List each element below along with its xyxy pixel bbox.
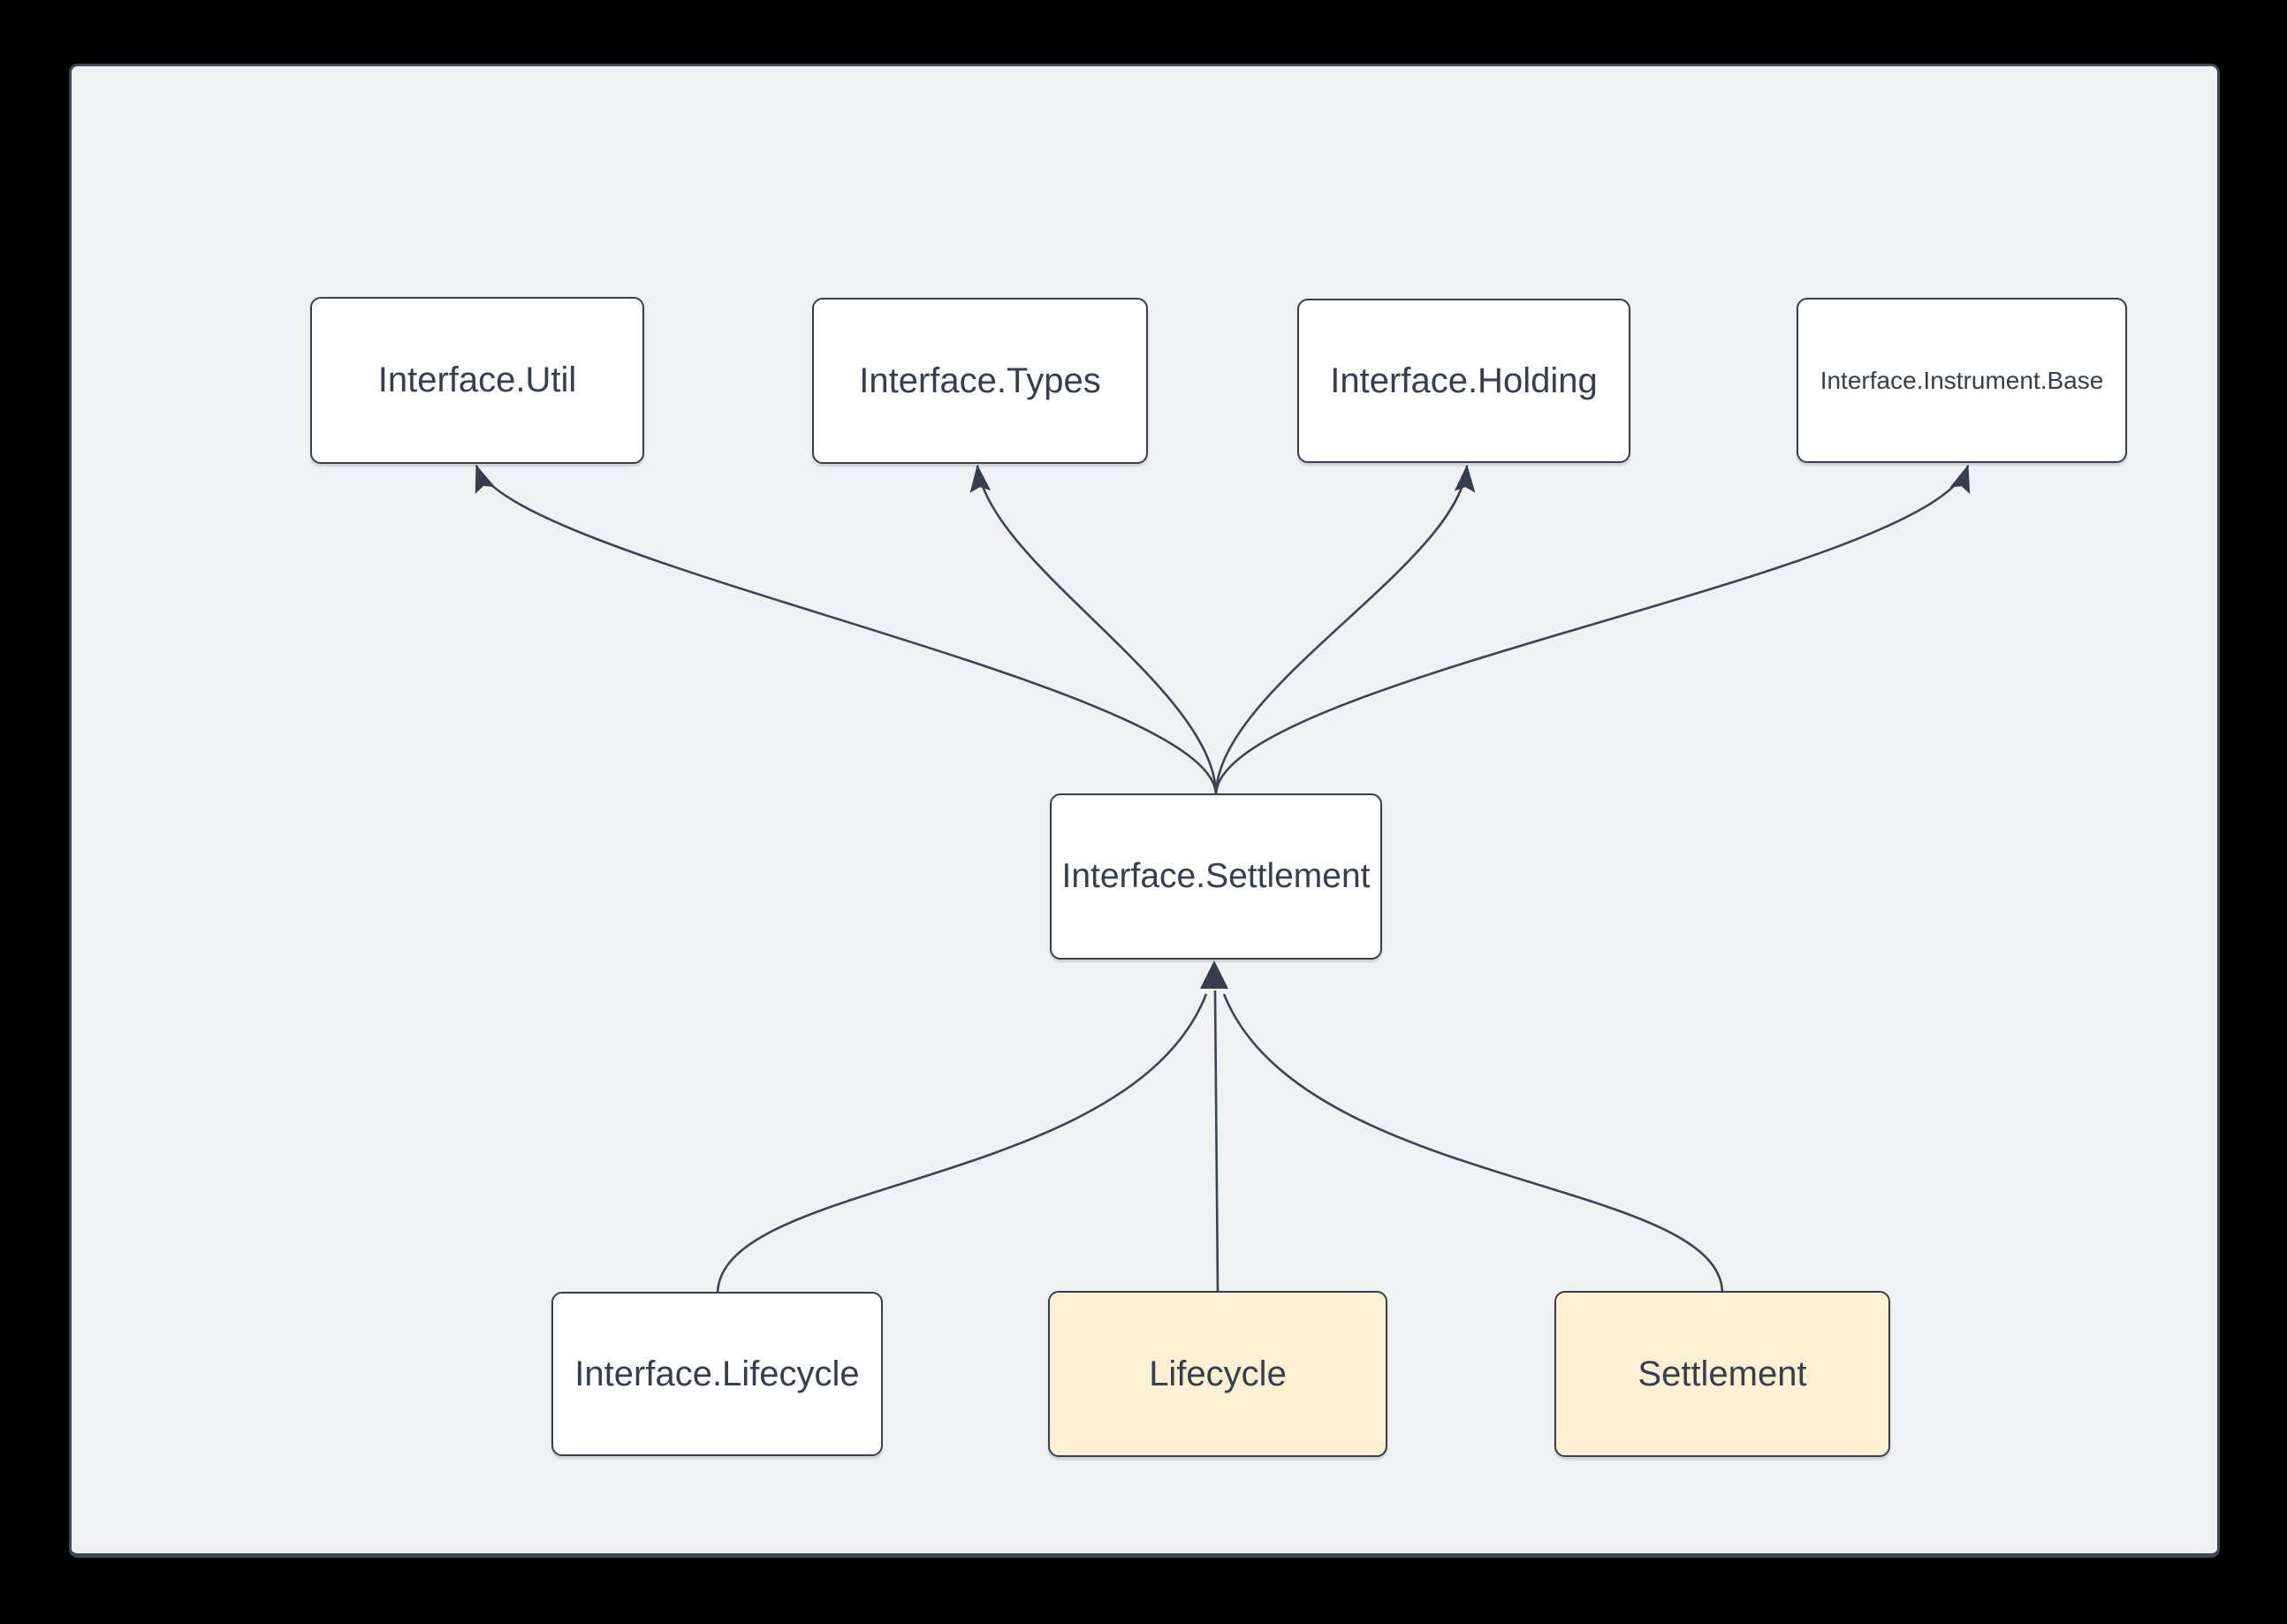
diagram-canvas: Interface.Util Interface.Types Interface…	[69, 64, 2220, 1558]
edge-lifecycle-to-settlement	[1213, 990, 1219, 1293]
node-interface-util[interactable]: Interface.Util	[310, 297, 644, 464]
node-label: Interface.Settlement	[1061, 857, 1371, 895]
node-interface-lifecycle[interactable]: Interface.Lifecycle	[551, 1292, 883, 1456]
node-interface-holding[interactable]: Interface.Holding	[1297, 299, 1630, 463]
edge-settlement-to-util	[475, 464, 1218, 795]
edge-interface-lifecycle-to-settlement	[716, 993, 1208, 1294]
node-label: Interface.Types	[859, 360, 1101, 400]
node-interface-types[interactable]: Interface.Types	[812, 298, 1148, 464]
node-settlement[interactable]: Settlement	[1554, 1291, 1890, 1457]
edge-settlement-to-instrument-base	[1214, 464, 1971, 795]
node-label: Lifecycle	[1149, 1354, 1287, 1393]
edge-settlement-module-to-settlement	[1222, 993, 1724, 1293]
arrowhead-into-interface-settlement	[1200, 960, 1228, 989]
edge-settlement-to-holding	[1214, 464, 1476, 795]
node-lifecycle[interactable]: Lifecycle	[1048, 1291, 1387, 1457]
node-label: Interface.Util	[377, 360, 577, 399]
node-interface-settlement[interactable]: Interface.Settlement	[1050, 793, 1382, 960]
node-label: Settlement	[1637, 1354, 1807, 1393]
node-interface-instrument-base[interactable]: Interface.Instrument.Base	[1797, 298, 2127, 463]
node-label: Interface.Lifecycle	[574, 1354, 860, 1393]
edge-settlement-to-types	[969, 464, 1218, 795]
node-label: Interface.Instrument.Base	[1820, 366, 2104, 394]
node-label: Interface.Holding	[1330, 360, 1598, 400]
